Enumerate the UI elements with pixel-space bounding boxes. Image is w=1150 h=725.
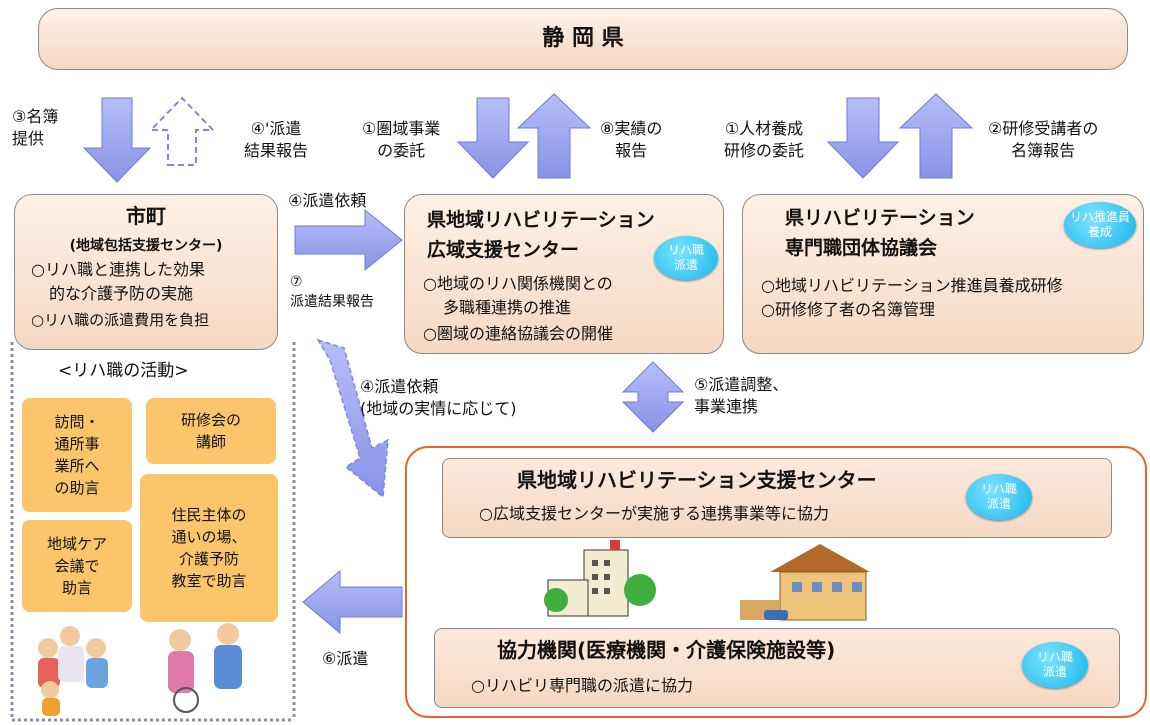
council-title-2: 専門職団体協議会 — [785, 237, 938, 259]
label-a8: ⑧実績の 報告 — [600, 119, 663, 160]
partner-institutions-box: 協力機関(医療機関・介護保険施設等) ○リハビリ専門職の派遣に協力 — [434, 628, 1120, 708]
label-a5: ⑤派遣調整、 事業連携 — [694, 375, 789, 416]
city-line-2: 的な介護予防の実施 — [49, 284, 194, 303]
regional-line-3: ○圏域の連絡協議会の開催 — [423, 324, 613, 343]
council-line-1: ○地域リハビリテーション推進員養成研修 — [761, 276, 1063, 295]
partners-line: ○リハビリ専門職の派遣に協力 — [471, 676, 693, 695]
arrow-up-meibo-report — [898, 93, 974, 179]
arrow-up-result-dashed — [148, 96, 216, 166]
label-a6: ⑥派遣 — [322, 649, 369, 668]
activities-heading: <リハ職の活動> — [58, 361, 189, 381]
support-center-badge: リハ職 派遣 — [966, 474, 1032, 520]
city-subtitle: (地域包括支援センター) — [69, 238, 223, 254]
label-a1a: ①圏域事業 の委託 — [362, 119, 441, 160]
activity-kayoi-no-ba: 住民主体の 通いの場、 介護予防 教室で助言 — [140, 474, 278, 622]
support-center-line: ○広域支援センターが実施する連携事業等に協力 — [479, 504, 829, 523]
council-line-2: ○研修修了者の名簿管理 — [761, 300, 935, 319]
council-badge-suishinin: リハ推進員 養成 — [1064, 202, 1136, 248]
council-box: 県リハビリテーション 専門職団体協議会 ○地域リハビリテーション推進員養成研修 … — [742, 194, 1144, 354]
regional-badge-text: リハ職 派遣 — [667, 243, 704, 272]
label-a1b: ①人材養成 研修の委託 — [724, 119, 805, 160]
label-a3: ③名簿 提供 — [12, 107, 59, 148]
support-group-frame — [405, 446, 1147, 718]
council-badge-text: リハ推進員 養成 — [1069, 210, 1130, 239]
top-bar-shizuoka: 静 岡 県 — [38, 8, 1128, 70]
activity-kenshukai: 研修会の 講師 — [146, 398, 276, 464]
label-a4top: ④派遣依頼 — [288, 191, 367, 210]
regional-title-1: 県地域リハビリテーション — [427, 209, 655, 231]
arrow-double-chosei — [621, 361, 685, 433]
label-a4d: ④'派遣 結果報告 — [244, 119, 309, 160]
city-line-1: ○リハ職と連携した効果 — [31, 260, 205, 279]
top-bar-title: 静 岡 県 — [542, 26, 624, 51]
arrow-right-haken-irai — [294, 208, 403, 272]
label-a4diag: ④派遣依頼 (地域の実情に応じて) — [360, 377, 517, 418]
regional-title-2: 広域支援センター — [427, 239, 580, 261]
regional-line-2: 多職種連携の推進 — [443, 298, 572, 317]
arrow-down-meibo — [82, 97, 152, 183]
arrow-down-itaku — [456, 97, 530, 179]
partners-title: 協力機関(医療機関・介護保険施設等) — [497, 638, 836, 662]
partners-badge: リハ職 派遣 — [1022, 642, 1088, 688]
regional-line-1: ○地域のリハ関係機関との — [423, 274, 613, 293]
support-center-badge-text: リハ職 派遣 — [980, 482, 1017, 511]
city-line-3: ○リハ職の派遣費用を負担 — [31, 311, 210, 329]
activity-chiiki-care: 地域ケア 会議で 助言 — [22, 520, 132, 612]
arrow-diagonal-dashed — [316, 338, 389, 499]
label-a2: ②研修受講者の 名簿報告 — [988, 119, 1099, 160]
activity-houmon: 訪問・ 通所事 業所へ の助言 — [22, 398, 132, 512]
support-center-title: 県地域リハビリテーション支援センター — [517, 468, 877, 492]
city-box: 市町 (地域包括支援センター) ○リハ職と連携した効果 的な介護予防の実施 ○リ… — [14, 194, 278, 350]
regional-badge-reha-haken: リハ職 派遣 — [654, 236, 718, 280]
label-a7: ⑦ 派遣結果報告 — [290, 274, 374, 310]
arrow-left-haken — [302, 569, 403, 635]
council-title-1: 県リハビリテーション — [785, 207, 975, 229]
arrow-down-jinzai — [826, 97, 900, 179]
partners-badge-text: リハ職 派遣 — [1036, 650, 1073, 679]
city-title: 市町 — [126, 204, 166, 228]
arrow-up-jisseki — [516, 93, 592, 179]
